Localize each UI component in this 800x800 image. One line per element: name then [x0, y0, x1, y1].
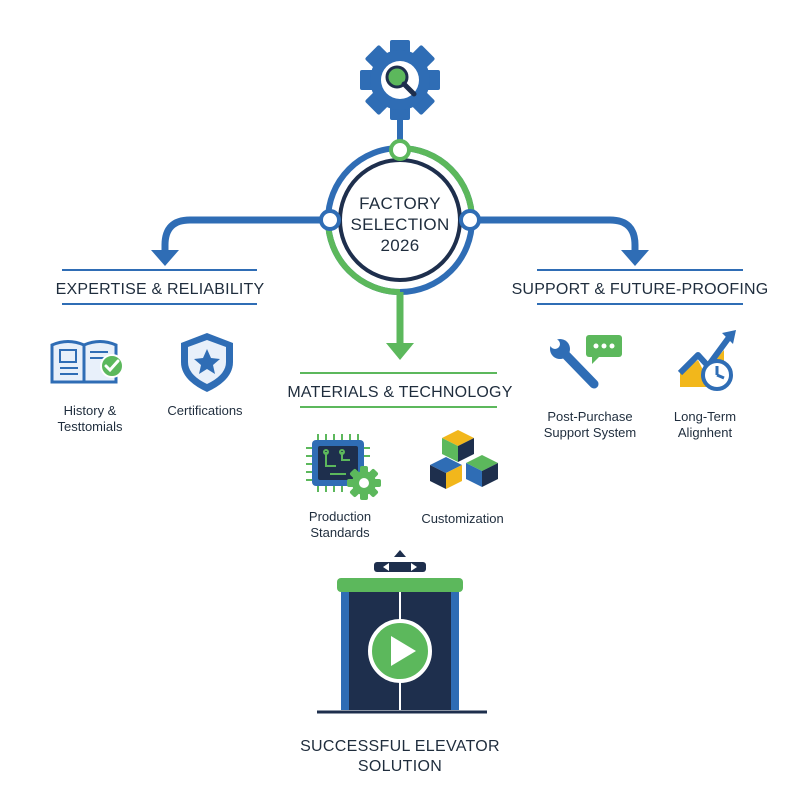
label-post-purchase-support: Post-Purchase Support System: [520, 409, 660, 441]
chip-gear-icon: [306, 434, 381, 500]
label-line: Customization: [421, 511, 504, 526]
center-title: FACTORY SELECTION 2026: [330, 193, 470, 256]
label-line: Alignhent: [677, 425, 733, 440]
center-title-line: FACTORY: [359, 194, 441, 213]
heading-support-future-proofing: SUPPORT & FUTURE-PROOFING: [511, 281, 769, 298]
label-line: Testtomials: [57, 419, 123, 434]
label-line: Post-Purchase: [547, 409, 633, 424]
label-line: Production: [308, 509, 372, 524]
label-line: Standards: [310, 525, 370, 540]
heading-materials-technology: MATERIALS & TECHNOLOGY: [287, 384, 513, 401]
label-history-testimonials: History & Testtomials: [30, 403, 150, 435]
center-title-line: SELECTION: [350, 215, 450, 234]
outcome-line: SOLUTION: [357, 758, 443, 775]
wrench-chat-icon: [550, 335, 622, 389]
shield-star-icon: [181, 333, 233, 392]
node-dots: [319, 139, 481, 231]
arrow-left-branch: [151, 216, 330, 266]
label-production-standards: Production Standards: [270, 509, 410, 541]
label-customization: Customization: [400, 511, 525, 527]
label-line: Long-Term: [673, 409, 737, 424]
heading-rules: [62, 269, 743, 408]
trend-clock-icon: [677, 330, 736, 391]
label-certifications: Certifications: [145, 403, 265, 419]
label-long-term-alignment: Long-Term Alignhent: [645, 409, 765, 441]
gear-magnifier-icon: [360, 40, 440, 120]
outcome-line: SUCCESSFUL ELEVATOR: [300, 738, 500, 755]
label-line: History &: [63, 403, 117, 418]
elevator-play-icon: [317, 550, 487, 714]
cubes-icon: [430, 430, 498, 489]
arrow-middle-branch: [386, 292, 414, 360]
label-line: Support System: [543, 425, 637, 440]
arrow-right-branch: [470, 216, 649, 266]
heading-expertise-reliability: EXPERTISE & RELIABILITY: [55, 281, 265, 298]
label-line: Certifications: [167, 403, 243, 418]
outcome-label: SUCCESSFUL ELEVATOR SOLUTION: [270, 737, 530, 777]
center-title-line: 2026: [380, 236, 420, 255]
book-check-icon: [50, 340, 124, 384]
